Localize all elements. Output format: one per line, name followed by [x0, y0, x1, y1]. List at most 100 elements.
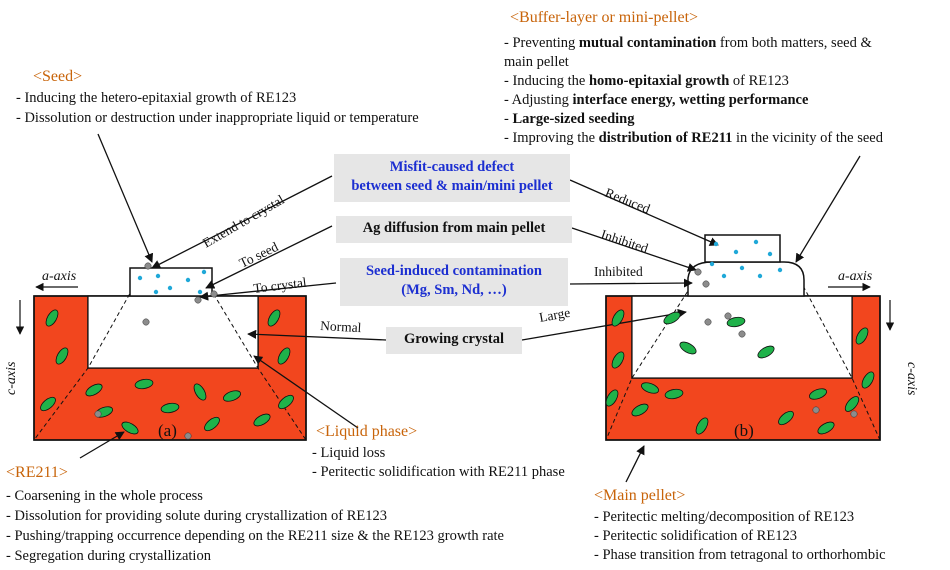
defect-dot [738, 330, 746, 338]
panel-label-a: (a) [158, 421, 177, 440]
arrow-seed-heading [97, 133, 154, 263]
re211-line-1: - Coarsening in the whole process [6, 488, 203, 504]
arrow-contamination-right [569, 278, 693, 288]
defect-dot [94, 410, 102, 418]
re211-heading: <RE211> [6, 464, 68, 481]
re211-particle [611, 351, 625, 369]
re211-particle [778, 410, 794, 426]
axis-a-left: a-axis [42, 269, 77, 284]
re211-particle [757, 345, 775, 359]
re211-particle [277, 347, 291, 365]
buffer-line-2: - Inducing the homo-epitaxial growth of … [504, 73, 789, 89]
re211-particle [253, 413, 271, 427]
panel-b [605, 234, 881, 441]
liquid-heading: <Liquid phase> [316, 423, 418, 440]
re211-particle [193, 383, 207, 401]
contaminant-dot [201, 269, 207, 275]
re211-particle [695, 417, 709, 435]
label-reduced: Reduced [603, 185, 653, 217]
re211-line-4: - Segregation during crystallization [6, 548, 211, 564]
re211-particle [55, 347, 69, 365]
arrow-liquid-heading [253, 355, 359, 429]
arrow-growing-left [247, 329, 387, 341]
re211-particle [160, 402, 180, 414]
callout-contamination-line-1: Seed-induced contamination [365, 263, 543, 279]
axis-labels: a-axis c-axis a-axis c-axis [4, 269, 919, 396]
re211-line-2: - Dissolution for providing solute durin… [6, 508, 387, 524]
defect-dot [850, 410, 858, 418]
buffer-line-3: - Adjusting interface energy, wetting pe… [504, 92, 809, 108]
defect-dot [724, 312, 732, 320]
contaminant-dot [767, 251, 773, 257]
arrow-ag-right [571, 227, 697, 272]
re211-particle [855, 327, 869, 345]
re211-particle [664, 388, 684, 400]
arrow-misfit-left [151, 175, 333, 269]
arrow-re211-heading [79, 431, 125, 459]
label-inhibited-2: Inhibited [594, 264, 643, 279]
re211-particle [663, 311, 681, 325]
main-pellet-line-2: - Peritectic solidification of RE123 [594, 528, 797, 544]
contaminant-dot [137, 275, 143, 281]
re211-particle [631, 403, 649, 417]
buffer-line-1: - Preventing mutual contamination from b… [504, 35, 872, 51]
re211-particle [605, 389, 619, 407]
main-pellet-line-3: - Phase transition from tetragonal to or… [594, 547, 886, 563]
callout-contamination-line-2: (Mg, Sm, Nd, …) [401, 282, 507, 298]
liquid-line-2: - Peritectic solidification with RE211 p… [312, 464, 565, 480]
callout-growing: Growing crystal [386, 327, 522, 354]
callout-ag-text: Ag diffusion from main pellet [362, 220, 546, 236]
contaminant-dot [155, 273, 161, 279]
re211-particle [861, 371, 875, 389]
axis-c-right: c-axis [904, 362, 919, 396]
particles [40, 239, 875, 440]
arrow-contamination-left [199, 282, 337, 301]
re211-line-3: - Pushing/trapping occurrence depending … [6, 528, 504, 544]
main-pellet-line-1: - Peritectic melting/decomposition of RE… [594, 509, 855, 525]
callout-misfit-line-1: Misfit-caused defect [389, 159, 515, 175]
contaminant-dot [733, 249, 739, 255]
callout-ag: Ag diffusion from main pellet [336, 216, 572, 243]
panel-letters: (a) (b) [158, 421, 754, 440]
defect-dot [142, 318, 150, 326]
callout-contamination: Seed-induced contamination (Mg, Sm, Nd, … [340, 258, 568, 306]
seed-b [704, 234, 781, 263]
label-to-crystal: To crystal [253, 275, 308, 296]
contaminant-dot [721, 273, 727, 279]
axis-c-left: c-axis [4, 361, 19, 395]
defect-dot [184, 432, 192, 440]
contaminant-dot [197, 289, 203, 295]
liquid-line-1: - Liquid loss [312, 445, 386, 461]
seed-heading: <Seed> [33, 68, 83, 85]
contaminant-dot [753, 239, 759, 245]
re211-particle [40, 396, 56, 412]
re211-particle [611, 309, 625, 327]
re211-particle [726, 316, 746, 328]
defect-dot [812, 406, 820, 414]
re211-particle [204, 416, 220, 432]
seed-line-2: - Dissolution or destruction under inapp… [16, 110, 419, 126]
buffer-line-5: - Improving the distribution of RE211 in… [504, 130, 883, 146]
contaminant-dot [709, 261, 715, 267]
axis-a-right: a-axis [838, 269, 873, 284]
label-inhibited-1: Inhibited [599, 227, 650, 256]
buffer-line-1-cont: main pellet [504, 54, 569, 70]
arrow-main-pellet-heading [625, 445, 645, 483]
defect-dot [144, 262, 152, 270]
re211-particle [121, 421, 139, 435]
contaminant-dot [713, 241, 719, 247]
growth-front-a [33, 287, 307, 441]
re211-particle [679, 341, 697, 355]
contaminant-dot [777, 267, 783, 273]
callout-misfit: Misfit-caused defect between seed & main… [334, 154, 570, 202]
arrow-ag-left [205, 225, 333, 289]
panel-label-b: (b) [734, 421, 754, 440]
re211-particle [278, 394, 294, 410]
defect-dot [702, 280, 710, 288]
arrows [79, 133, 861, 483]
main-pellet-heading: <Main pellet> [594, 487, 686, 504]
re211-particle [817, 421, 835, 435]
axes [15, 282, 895, 335]
